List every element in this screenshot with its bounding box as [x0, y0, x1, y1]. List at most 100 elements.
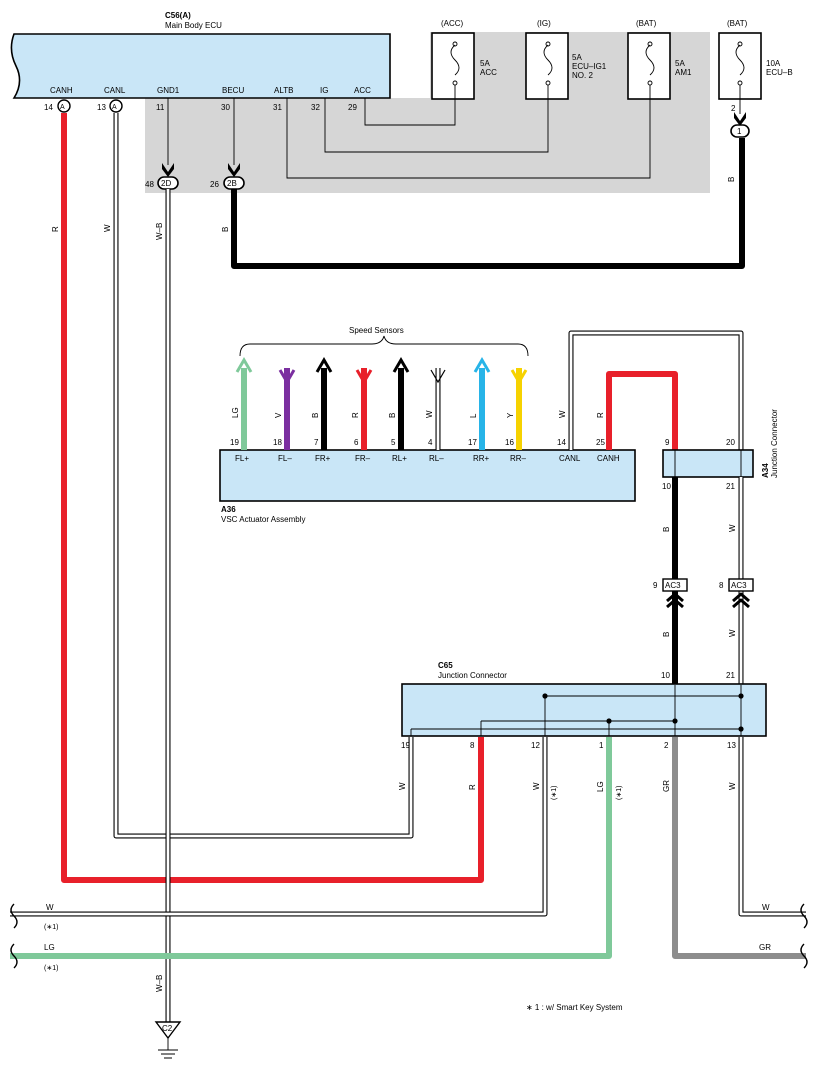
ecu-pin-num-29: 29 [348, 103, 357, 112]
label-canl-color: W [103, 224, 112, 232]
c65-pin-21: 21 [726, 671, 735, 680]
label-c65-12-mark: (∗1) [551, 786, 558, 800]
label-c65-8-color: R [468, 784, 477, 790]
wire-c65-1-lg [10, 737, 612, 959]
vsc-pin-canl-num: 14 [557, 438, 566, 447]
ecu-pin-num-13: 13 [97, 103, 106, 112]
ecu-pin-gnd1: GND1 [157, 86, 180, 95]
wire-c65-12-core [10, 737, 547, 916]
c65-pin-10: 10 [661, 671, 670, 680]
connector-ac3-right-pin: 8 [719, 581, 724, 590]
connector-ac3-right: AC3 8 [719, 578, 754, 609]
label-vsc-canl-color: W [558, 410, 567, 418]
a34-name: Junction Connector [770, 409, 779, 478]
sensor-pin-number: 4 [428, 438, 433, 447]
ecu-pin-canl: CANL [104, 86, 126, 95]
label-c65-19-color: W [398, 782, 407, 790]
fuse-ecub-rating: 10A [766, 59, 781, 68]
label-gnd-color: W–B [155, 223, 164, 240]
sensor-wire-color-label: Y [506, 412, 515, 418]
sensor-arrow [430, 369, 446, 384]
fuse-am1-name: AM1 [675, 68, 692, 77]
sensor-pin-number: 5 [391, 438, 396, 447]
connector-2b-pin: 26 [210, 180, 219, 189]
sensor-wire-color-label: R [351, 412, 360, 418]
ecu-canh-connector-label: A [60, 104, 65, 111]
ecu-canh-connector [57, 99, 71, 113]
connector-ac3-left-pin: 9 [653, 581, 658, 590]
connector-ac3-right-label: AC3 [731, 581, 747, 590]
sensor-pin-label: RL+ [392, 454, 407, 463]
fuse-ig-name1: ECU–IG1 [572, 62, 607, 71]
wire-canh-red [61, 113, 484, 883]
speed-sensor-wires: LG19FL+V18FL–B7FR+R6FR–B5RL+W4RL–L17RR+Y… [230, 357, 528, 463]
wire-vsc-canh-red [606, 371, 678, 450]
wire-ig [324, 85, 549, 153]
ecu-pin-num-31: 31 [273, 103, 282, 112]
c65-pin-8: 8 [470, 741, 475, 750]
ground-icon [158, 1038, 178, 1059]
c65-pin-19: 19 [401, 741, 410, 750]
fuse-ecub-symbol [735, 44, 745, 76]
sensor-pin-number: 7 [314, 438, 319, 447]
ecu-pin-num-11: 11 [156, 103, 165, 112]
fuse-ig-name2: NO. 2 [572, 71, 593, 80]
fuse-am1-rating: 5A [675, 59, 685, 68]
footnote: ∗ 1 : w/ Smart Key System [526, 1003, 623, 1012]
sensor-pin-number: 6 [354, 438, 359, 447]
wire-vsc-canl-outline [568, 330, 744, 450]
fuse-am1-source: (BAT) [636, 19, 657, 28]
vsc-code: A36 [221, 505, 236, 514]
label-c65-2-color: GR [662, 780, 671, 792]
label-becu-color: B [221, 227, 230, 232]
c65-pin-2: 2 [664, 741, 669, 750]
ecu-pin-becu: BECU [222, 86, 244, 95]
speed-sensors-label: Speed Sensors [349, 326, 404, 335]
fuse-ecub-name: ECU–B [766, 68, 793, 77]
ecu-pin-canh: CANH [50, 86, 73, 95]
label-junction-black-color: B [662, 527, 671, 532]
sensor-pin-number: 17 [468, 438, 477, 447]
a34-pin-21: 21 [726, 482, 735, 491]
label-vsc-canh-color: R [596, 412, 605, 418]
connector-1-arrow [734, 112, 746, 126]
fuse-am1-symbol [645, 44, 655, 76]
sensor-pin-label: FR+ [315, 454, 331, 463]
ground-c2-label: C2 [162, 1024, 173, 1033]
label-left-lg-mark: (∗1) [44, 965, 58, 972]
label-junction-black-color-2: B [662, 632, 671, 637]
connector-ac3-left-label: AC3 [665, 581, 681, 590]
ecu-pin-altb: ALTB [274, 86, 293, 95]
break-mark-left-lg [10, 943, 18, 969]
fuse-ig-source: (IG) [537, 19, 551, 28]
fuse-ecub-pin: 2 [731, 104, 736, 113]
a34-pin-20: 20 [726, 438, 735, 447]
label-right-w: W [762, 903, 770, 912]
ecu-pin-num-30: 30 [221, 103, 230, 112]
ecu-canl-connector-label: A [112, 104, 117, 111]
a34-pin-9: 9 [665, 438, 670, 447]
sensor-pin-label: RR– [510, 454, 527, 463]
connector-1 [730, 124, 750, 138]
sensor-arrow [278, 369, 296, 385]
fuse-ecub-source: (BAT) [727, 19, 748, 28]
speed-sensors-bracket [239, 335, 529, 357]
connector-2d-label: 2D [161, 179, 171, 188]
label-junction-white-color: W [728, 524, 737, 532]
sensor-wire-color-label: LG [231, 407, 240, 418]
a34-code: A34 [761, 463, 770, 478]
sensor-pin-label: FL– [278, 454, 292, 463]
break-mark-left-w [10, 903, 18, 929]
connector-2b [223, 176, 245, 190]
label-ecub-color: B [727, 177, 736, 182]
ecu-pin-ig: IG [320, 86, 328, 95]
wire-acc [364, 85, 456, 126]
sensor-arrow [510, 369, 528, 385]
label-canh-color: R [51, 226, 60, 232]
ecu-pin-acc: ACC [354, 86, 371, 95]
fuse-ig: (IG) 5A ECU–IG1 NO. 2 [525, 19, 607, 100]
wire-becu-black [231, 138, 745, 269]
label-left-w: W [46, 903, 54, 912]
vsc-name: VSC Actuator Assembly [221, 515, 305, 524]
